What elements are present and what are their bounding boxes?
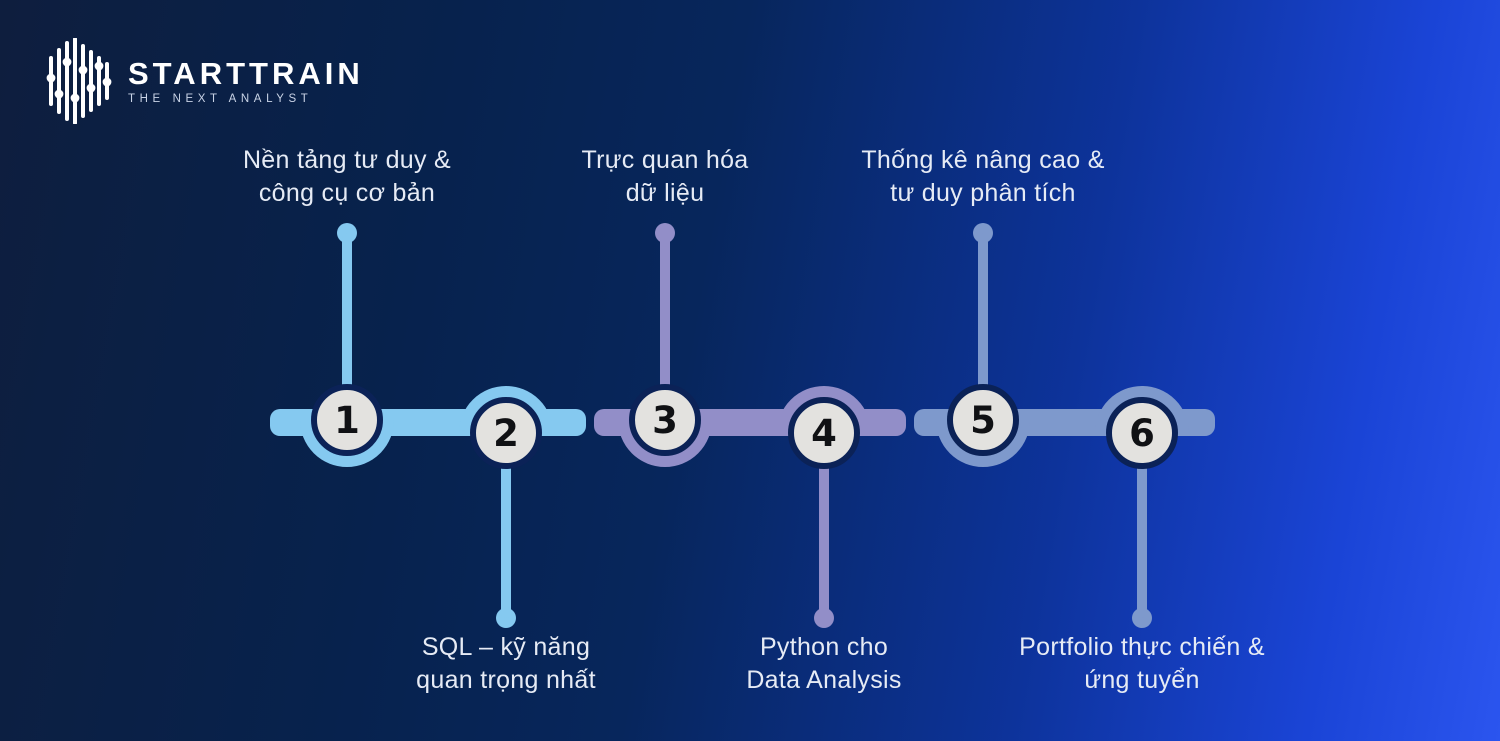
step-3-number-circle: 3 [629, 384, 701, 456]
step-5-number-circle: 5 [947, 384, 1019, 456]
step-2-number-circle: 2 [470, 397, 542, 469]
connector-stem [1137, 433, 1147, 618]
step-3-label-line1: Trực quan hóa [581, 146, 749, 174]
step-4-label: Python cho Data Analysis [654, 631, 994, 697]
step-4-number-circle: 4 [788, 397, 860, 469]
step-1-label-line1: Nền tảng tư duy & [242, 146, 452, 174]
step-2-number: 2 [493, 411, 519, 455]
step-3-label-line2: dữ liệu [625, 179, 705, 207]
step-5-label: Thống kê nâng cao & tư duy phân tích [813, 144, 1153, 210]
step-6-number: 6 [1129, 411, 1155, 455]
step-4-number: 4 [811, 411, 837, 455]
step-1-label-line2: công cụ cơ bản [258, 179, 436, 207]
connector-stem [342, 233, 352, 420]
step-4-label-line2: Data Analysis [746, 666, 902, 694]
step-2-label-line1: SQL – kỹ năng [421, 633, 591, 661]
step-6-label: Portfolio thực chiến & ứng tuyển [972, 631, 1312, 697]
step-4-label-line1: Python cho [759, 633, 889, 661]
connector-stem [819, 433, 829, 618]
step-1-number: 1 [334, 398, 360, 442]
step-3-label: Trực quan hóa dữ liệu [495, 144, 835, 210]
step-3-number: 3 [652, 398, 678, 442]
step-5-label-line2: tư duy phân tích [890, 179, 1076, 207]
step-2-label: SQL – kỹ năng quan trọng nhất [336, 631, 676, 697]
step-1-number-circle: 1 [311, 384, 383, 456]
equalizer-waveform-icon [46, 38, 112, 124]
logo-subtitle: THE NEXT ANALYST [128, 92, 313, 105]
connector-stem [501, 433, 511, 618]
step-5-number: 5 [970, 398, 996, 442]
step-6-number-circle: 6 [1106, 397, 1178, 469]
logo-title: STARTTRAIN [128, 55, 364, 91]
step-2-label-line2: quan trọng nhất [416, 666, 596, 694]
step-6-label-line2: ứng tuyển [1084, 666, 1200, 694]
step-5-label-line1: Thống kê nâng cao & [861, 146, 1105, 174]
connector-stem [660, 233, 670, 420]
step-6-label-line1: Portfolio thực chiến & [1019, 633, 1265, 661]
connector-stem [978, 233, 988, 420]
starttrain-logo: STARTTRAIN THE NEXT ANALYST [46, 38, 364, 124]
step-1-label: Nền tảng tư duy & công cụ cơ bản [177, 144, 517, 210]
